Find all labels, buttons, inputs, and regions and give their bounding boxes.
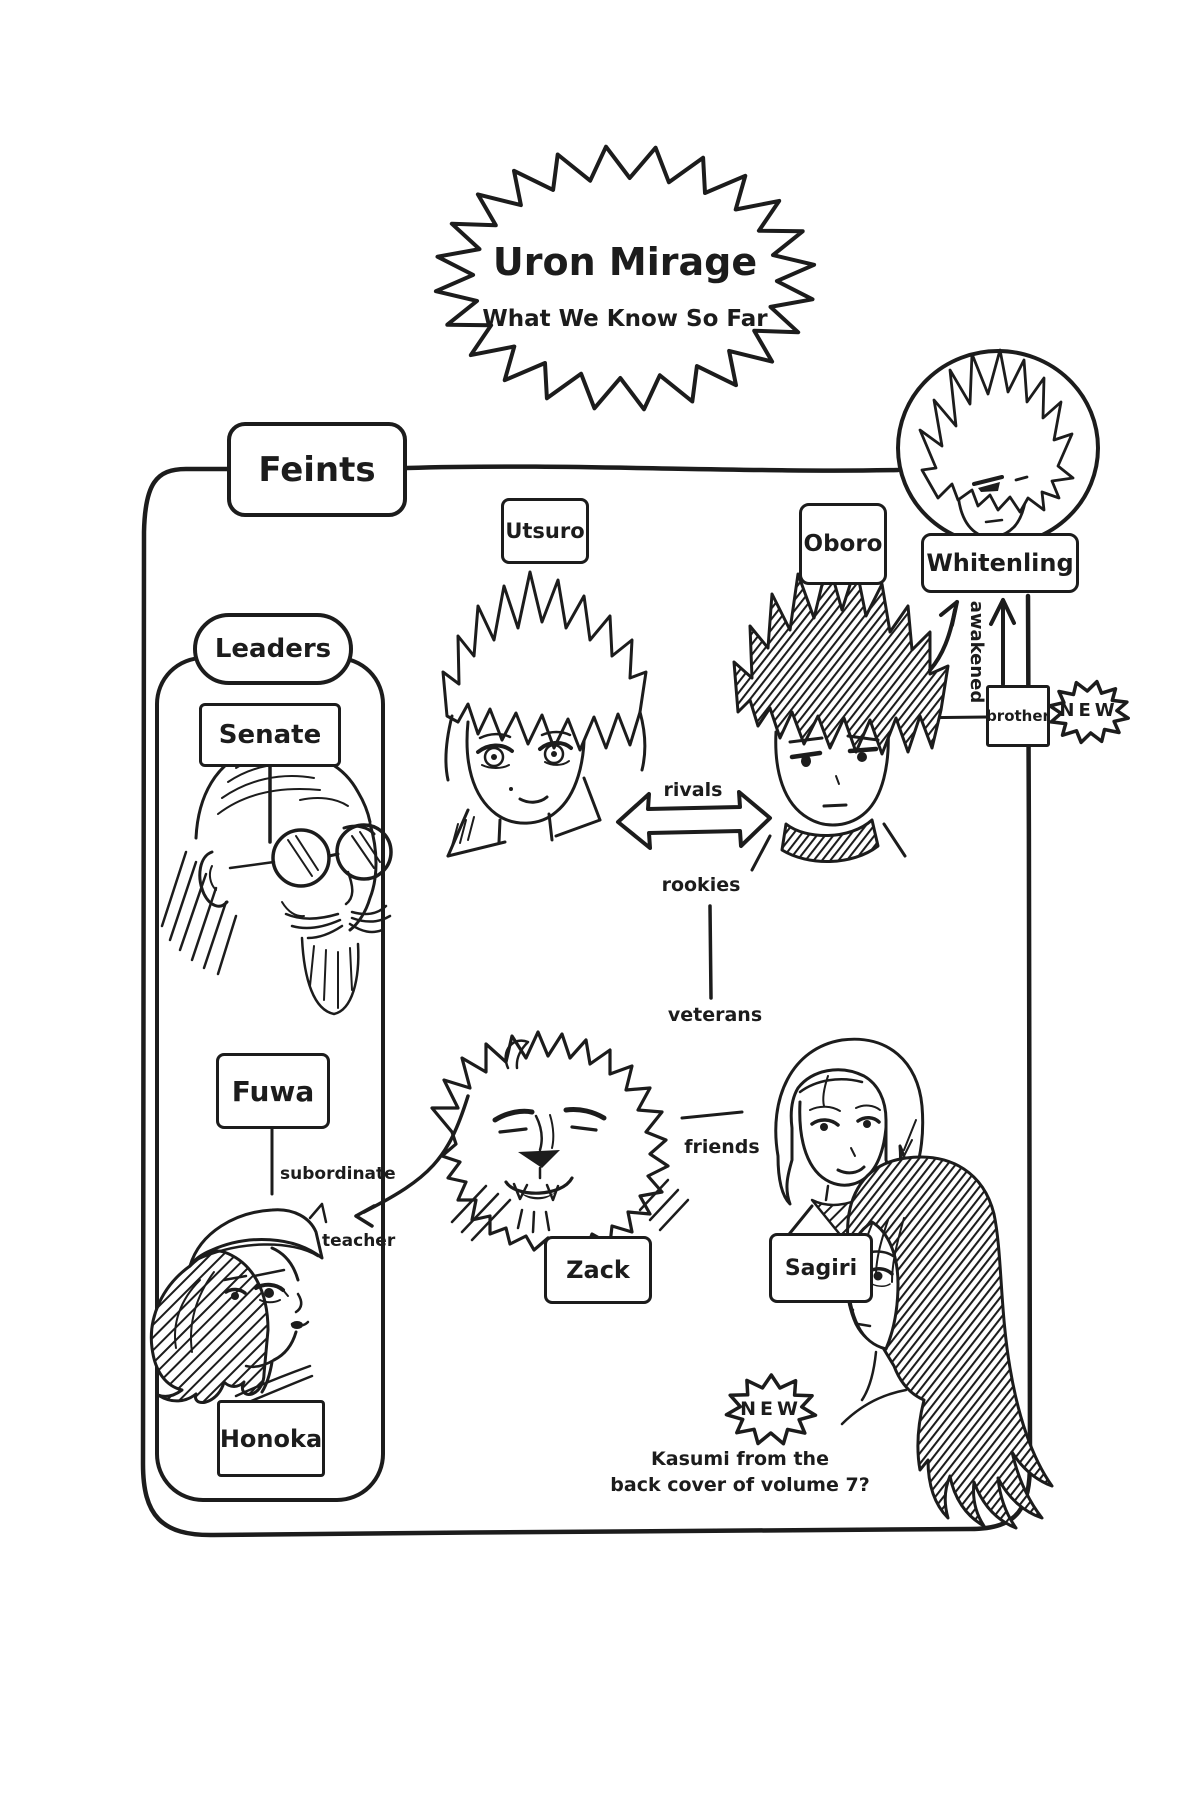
page-subtitle: What We Know So Far	[482, 306, 768, 332]
whitenling-name-box: Whitenling	[921, 533, 1079, 593]
honoka-portrait	[149, 1202, 328, 1406]
utsuro-label: Utsuro	[505, 519, 585, 543]
awakened-arrows	[928, 598, 1016, 686]
sagiri-label: Sagiri	[784, 1255, 858, 1281]
teacher-label: teacher	[322, 1231, 396, 1251]
brother-label: brother	[986, 707, 1050, 725]
kasumi-portrait	[840, 1155, 1054, 1530]
oboro-name-box: Oboro	[799, 503, 887, 585]
sagiri-portrait	[774, 1037, 925, 1244]
whitenling-label: Whitenling	[926, 549, 1074, 577]
oboro-portrait	[732, 558, 950, 872]
senate-name-box: Senate	[199, 703, 341, 767]
oboro-label: Oboro	[803, 531, 883, 557]
zack-portrait	[430, 1030, 690, 1254]
kasumi-note-line2: back cover of volume 7?	[610, 1474, 870, 1496]
kasumi-new-starburst	[724, 1373, 818, 1446]
rookies-label: rookies	[661, 874, 741, 896]
veterans-label: veterans	[667, 1004, 763, 1026]
faction-label-box: Feints	[227, 422, 407, 517]
zack-name-box: Zack	[544, 1236, 652, 1304]
kasumi-new-badge: NEW	[740, 1398, 802, 1420]
leaders-header-label: Leaders	[214, 634, 332, 664]
page-title: Uron Mirage	[492, 240, 758, 284]
leaders-header-capsule: Leaders	[193, 613, 353, 685]
title-starburst	[433, 144, 817, 412]
honoka-name-box: Honoka	[217, 1400, 325, 1477]
zack-label: Zack	[566, 1256, 630, 1284]
honoka-label: Honoka	[219, 1424, 323, 1453]
faction-container-outline	[140, 464, 1033, 1538]
brother-relation-box: brother	[986, 685, 1050, 747]
brother-new-badge: NEW	[1059, 700, 1119, 721]
utsuro-portrait	[441, 570, 648, 858]
rivals-label: rivals	[663, 779, 723, 801]
friends-label: friends	[684, 1136, 760, 1158]
kasumi-note-line1: Kasumi from the	[651, 1448, 829, 1470]
utsuro-name-box: Utsuro	[501, 498, 589, 564]
fuwa-label: Fuwa	[231, 1074, 315, 1108]
faction-label: Feints	[258, 449, 376, 490]
senate-label: Senate	[218, 720, 322, 750]
fuwa-name-box: Fuwa	[216, 1053, 330, 1129]
awakened-label: awakened	[966, 600, 987, 704]
teacher-arrow	[354, 1094, 470, 1228]
rivals-arrow	[616, 790, 772, 850]
sagiri-name-box: Sagiri	[769, 1233, 873, 1303]
subordinate-label: subordinate	[280, 1164, 396, 1184]
